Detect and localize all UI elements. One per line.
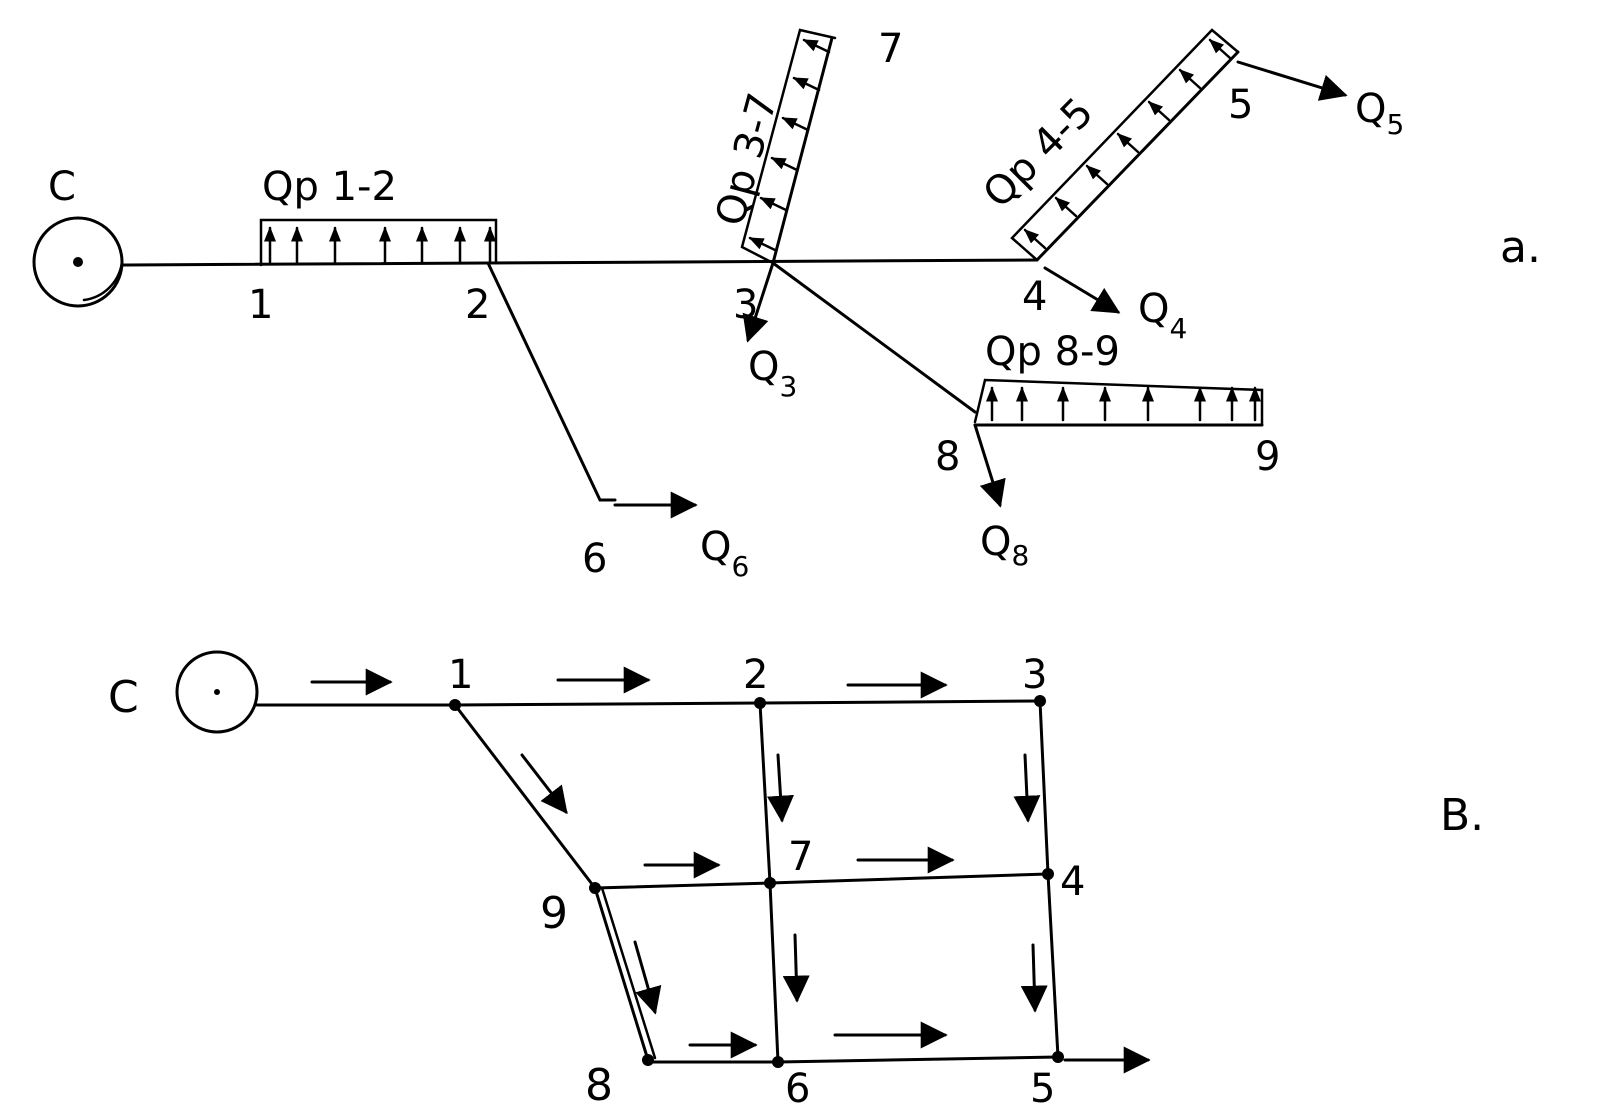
pipe-4-5 [1046, 872, 1060, 1059]
node-dot-8 [642, 1054, 654, 1066]
pipe-4-5 [1035, 50, 1240, 262]
pipe-3-4 [1038, 699, 1050, 876]
diagram-tag-b: B. [1440, 790, 1484, 841]
node-label-b-1: 1 [448, 652, 473, 698]
outflow-arrow-8 [973, 423, 1006, 508]
source-c-b: C [108, 650, 259, 734]
node-label-a-9: 9 [1255, 434, 1280, 480]
diagram-b: C [108, 650, 1484, 1112]
outflow-arrow-4 [1043, 266, 1121, 314]
outflow-arrow-5 [1236, 60, 1348, 101]
node-dot-4 [1042, 868, 1054, 880]
node-dot-5 [1052, 1051, 1064, 1063]
load-4-5 [1010, 28, 1240, 262]
load-1-2 [259, 218, 498, 267]
flow-arrow-9-8 [633, 940, 662, 1015]
flow-arrow-3-4 [1013, 753, 1041, 823]
load-3-7 [740, 28, 837, 265]
node-label-a-8: 8 [935, 434, 960, 480]
node-label-b-6: 6 [785, 1066, 810, 1112]
pipe-2-3 [758, 699, 1042, 705]
pipe-9-8 [593, 886, 650, 1062]
pipe-2-6 [486, 261, 617, 502]
load-label-8-9: Qp 8-9 [985, 329, 1120, 375]
diagram-a: C [32, 26, 1541, 583]
node-label-b-9: 9 [540, 888, 568, 939]
outflow-label-5: Q5 [1355, 86, 1404, 141]
node-label-a-2: 2 [465, 282, 490, 328]
node-label-b-4: 4 [1060, 859, 1085, 905]
node-dot-9 [589, 882, 601, 894]
outflow-label-8: Q8 [980, 519, 1029, 572]
source-label-b: C [108, 672, 139, 723]
load-label-4-5: Qp 4-5 [975, 89, 1103, 217]
node-label-a-5: 5 [1228, 82, 1253, 128]
outflow-label-6: Q6 [700, 524, 749, 583]
outflow-arrow-3 [742, 261, 775, 343]
node-label-a-6: 6 [582, 536, 607, 582]
load-label-1-2: Qp 1-2 [262, 164, 397, 210]
flow-arrow-2-7 [767, 753, 794, 823]
node-label-a-3: 3 [733, 282, 758, 328]
flow-arrow-4-5 [1020, 943, 1048, 1013]
flow-arrow-1-9 [520, 753, 568, 815]
source-c-a: C [32, 164, 124, 308]
pipe-3-7 [771, 36, 834, 265]
diagram-tag-a: a. [1500, 222, 1541, 273]
node-label-b-5: 5 [1030, 1066, 1055, 1112]
node-label-b-8: 8 [585, 1060, 613, 1111]
flow-arrow-7-6 [782, 933, 810, 1003]
pipe-7-4 [768, 872, 1050, 885]
pipe-1-2 [453, 701, 762, 707]
load-8-9 [973, 378, 1264, 427]
node-label-b-7: 7 [788, 834, 813, 880]
pipe-7-6 [768, 881, 780, 1064]
node-label-a-1: 1 [248, 282, 273, 328]
pipe-6-5 [776, 1055, 1060, 1064]
node-dot-1 [449, 699, 461, 711]
pipe-2-7 [758, 701, 772, 885]
node-label-b-2: 2 [743, 652, 768, 698]
main-pipe-a [120, 258, 1039, 267]
node-dot-7 [764, 877, 776, 889]
outflow-label-4: Q4 [1138, 286, 1187, 345]
pipe-3-8 [771, 261, 977, 414]
pipe-1-9 [453, 703, 597, 890]
node-dot-3 [1034, 695, 1046, 707]
node-dot-6 [772, 1056, 784, 1068]
source-label-a: C [48, 164, 76, 210]
node-dot-2 [754, 697, 766, 709]
outflow-label-3: Q3 [748, 344, 797, 403]
pipe-9-7 [593, 881, 772, 890]
node-label-b-3: 3 [1022, 652, 1047, 698]
node-label-a-4: 4 [1022, 274, 1047, 320]
node-label-a-7: 7 [878, 26, 903, 72]
